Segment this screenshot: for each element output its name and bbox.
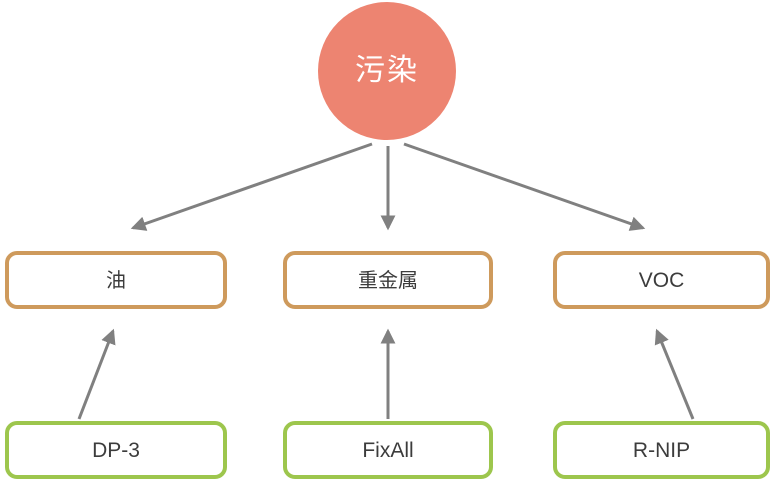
edge-rnip-voc xyxy=(654,328,695,420)
edge-root-oil xyxy=(130,142,373,231)
node-dp3[interactable]: DP-3 xyxy=(5,421,227,479)
node-label-oil: 油 xyxy=(106,268,126,292)
node-fixall[interactable]: FixAll xyxy=(283,421,493,479)
node-label-fixall: FixAll xyxy=(362,438,414,462)
node-label-rnip: R-NIP xyxy=(632,438,691,462)
node-label-pollution-root: 污染 xyxy=(355,53,419,88)
node-heavy-metal[interactable]: 重金属 xyxy=(283,251,493,309)
node-pollution-root[interactable]: 污染 xyxy=(318,2,456,140)
node-label-heavy-metal: 重金属 xyxy=(358,268,418,292)
node-label-dp3: DP-3 xyxy=(92,438,140,462)
node-label-voc: VOC xyxy=(638,268,685,292)
node-voc[interactable]: VOC xyxy=(553,251,770,309)
edge-root-voc xyxy=(403,142,646,231)
edge-dp3-oil xyxy=(77,328,116,420)
node-oil[interactable]: 油 xyxy=(5,251,227,309)
node-rnip[interactable]: R-NIP xyxy=(553,421,770,479)
